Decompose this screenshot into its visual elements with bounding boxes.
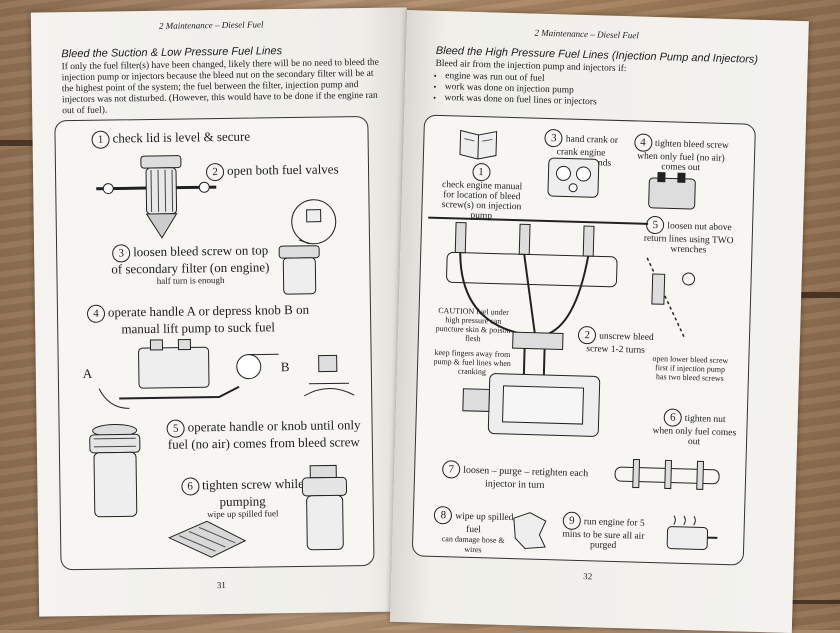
- secondary-filter-illustration: [268, 199, 339, 300]
- right-page: 2 Maintenance – Diesel Fuel Bleed the Hi…: [390, 10, 809, 633]
- injector-rail-illustration: [613, 457, 724, 494]
- pump-label-b: B: [281, 360, 290, 374]
- rag-illustration: [167, 517, 248, 558]
- spill-cloth-icon: [509, 510, 550, 551]
- open-manual-book: 2 Maintenance – Diesel Fuel Bleed the Su…: [35, 10, 810, 622]
- left-page: 2 Maintenance – Diesel Fuel Bleed the Su…: [31, 7, 415, 616]
- right-page-number: 32: [583, 571, 592, 581]
- left-page-header: 2 Maintenance – Diesel Fuel: [159, 19, 264, 30]
- right-step-8-note: can damage hose & wires: [433, 534, 514, 556]
- filter-bowl-illustration: [80, 420, 152, 531]
- caution-text: CAUTION fuel under high pressure can pun…: [433, 306, 514, 344]
- left-intro-paragraph: If only the fuel filter(s) have been cha…: [61, 58, 380, 117]
- caution-note: keep fingers away from pump & fuel lines…: [432, 348, 513, 377]
- running-engine-icon: [659, 514, 720, 556]
- caution-warning: CAUTION fuel under high pressure can pun…: [432, 306, 514, 377]
- instrument-panel-icon: [547, 157, 600, 198]
- fuel-filter-illustration: [96, 147, 218, 259]
- right-page-header: 2 Maintenance – Diesel Fuel: [534, 28, 639, 41]
- pump-label-a: A: [83, 367, 93, 381]
- left-section-title: Bleed the Suction & Low Pressure Fuel Li…: [61, 45, 282, 60]
- right-step-2-note: open lower bleed screw first if injectio…: [650, 354, 731, 383]
- bleed-screw-closeup-icon: [647, 170, 698, 211]
- left-page-number: 31: [217, 580, 226, 590]
- lift-pump-illustration: [78, 335, 339, 429]
- secondary-filter-bowl-illustration: [296, 463, 357, 554]
- right-bullet-list: engine was run out of fuel work was done…: [432, 71, 597, 109]
- engine-manual-book-icon: [458, 126, 499, 159]
